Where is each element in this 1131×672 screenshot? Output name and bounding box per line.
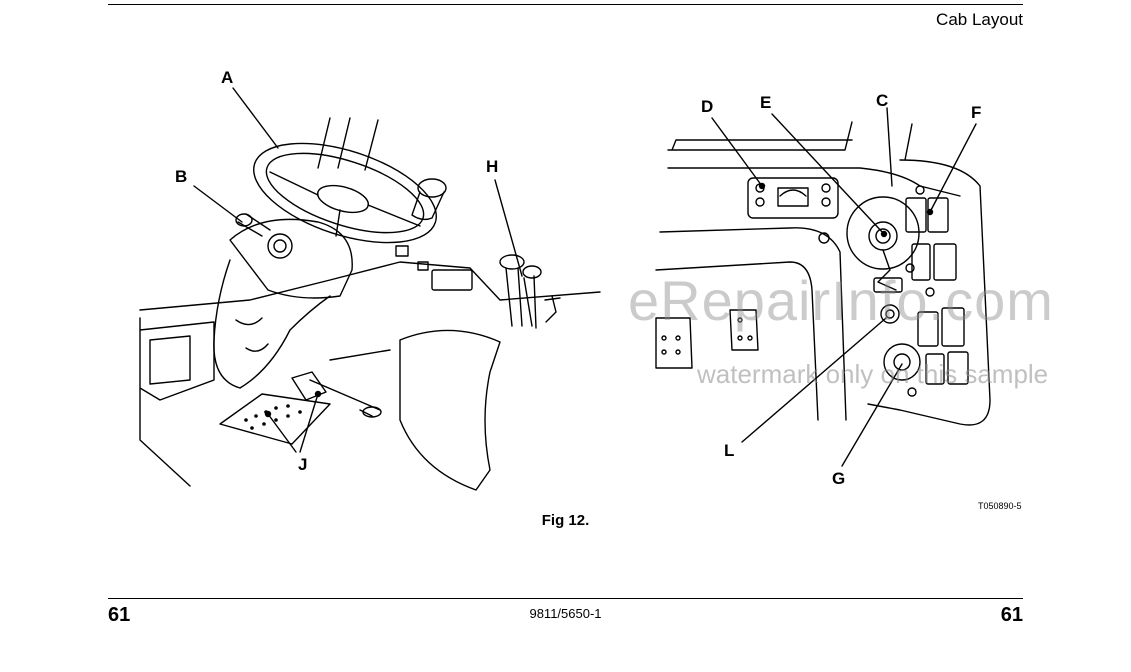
panel-outline <box>867 123 991 426</box>
callout-c: C <box>876 91 889 110</box>
right-illustration <box>655 107 991 467</box>
pedal <box>219 393 331 445</box>
figure-code: T050890-5 <box>978 501 1022 511</box>
ignition-switch <box>846 196 920 293</box>
watermark-site: eRepairInfo.com <box>628 269 1054 332</box>
pillar-lines <box>317 117 379 171</box>
floor-boss <box>362 406 382 418</box>
callout-h: H <box>486 157 499 176</box>
selector-knob <box>411 178 447 221</box>
callout-f: F <box>971 103 982 122</box>
leader-b <box>193 185 243 223</box>
left-illustration <box>139 87 601 491</box>
document-number: 9811/5650-1 <box>529 606 602 621</box>
dash-edge <box>139 261 601 311</box>
callout-l: L <box>724 441 735 460</box>
leader-e <box>771 113 885 235</box>
page-number-right: 61 <box>1000 604 1023 626</box>
footer-rule <box>108 598 1023 599</box>
dash-top-left <box>667 121 853 151</box>
leader-g <box>841 363 903 467</box>
callout-e: E <box>760 93 772 112</box>
figure-caption: Fig 12. <box>541 512 590 529</box>
leader-l <box>741 317 887 443</box>
callout-a: A <box>221 68 234 87</box>
leader-c <box>886 107 893 187</box>
leader-j <box>267 393 319 453</box>
power-socket <box>883 343 921 381</box>
column-shroud <box>229 218 353 299</box>
leader-h <box>494 179 523 277</box>
pedal-plates <box>655 309 759 369</box>
watermark-note: watermark only on this sample <box>697 359 1049 389</box>
column-boot <box>213 259 331 389</box>
pedal-small <box>291 371 327 401</box>
header-rule <box>108 4 1023 5</box>
callout-d: D <box>701 97 714 116</box>
hydraulic-levers <box>499 254 561 329</box>
leader-f <box>929 123 977 213</box>
leader-d <box>711 117 763 187</box>
rocker-switches-lower <box>917 307 969 385</box>
section-title: Cab Layout <box>936 10 1023 29</box>
column-lever <box>235 213 293 259</box>
side-console <box>139 317 215 487</box>
steering-wheel <box>253 142 437 244</box>
callout-b: B <box>175 167 188 186</box>
page-number-left: 61 <box>108 604 131 626</box>
callout-j: J <box>298 455 308 474</box>
leader-a <box>232 87 279 149</box>
lamp-switch <box>880 304 900 324</box>
dash-switch-panel <box>431 269 473 291</box>
seat-cushion <box>399 329 501 491</box>
callout-g: G <box>832 469 846 488</box>
